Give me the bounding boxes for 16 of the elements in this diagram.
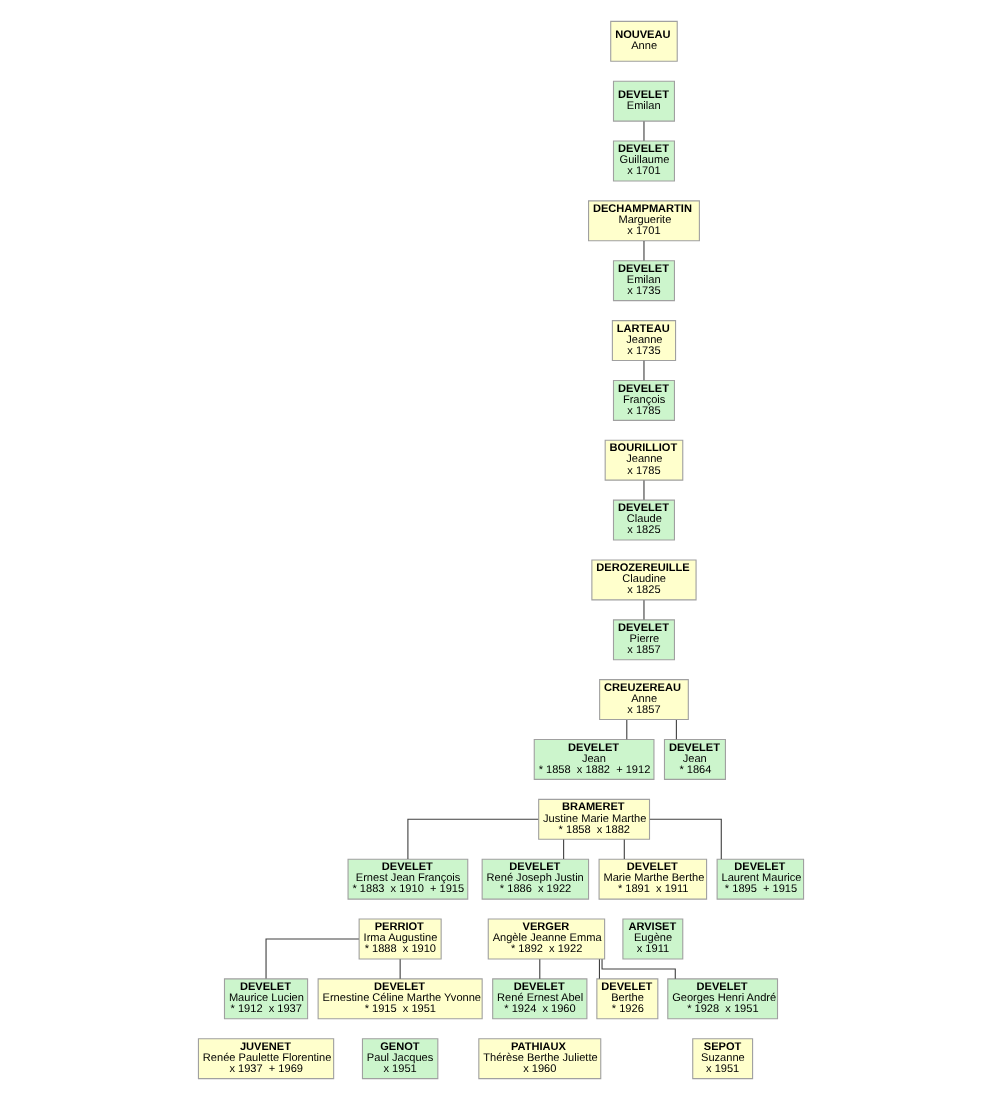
connector	[398, 958, 400, 980]
connector	[562, 839, 564, 860]
connector	[597, 958, 599, 980]
connector	[642, 240, 644, 261]
connector	[642, 360, 644, 381]
connector	[674, 719, 676, 740]
connector	[538, 958, 540, 980]
connector	[622, 839, 624, 860]
connector	[264, 938, 359, 980]
connector	[642, 599, 644, 621]
connector	[642, 120, 644, 142]
connector	[600, 958, 675, 980]
connector	[625, 719, 627, 740]
connector	[642, 479, 644, 501]
connector	[406, 818, 538, 860]
connector	[648, 818, 721, 860]
